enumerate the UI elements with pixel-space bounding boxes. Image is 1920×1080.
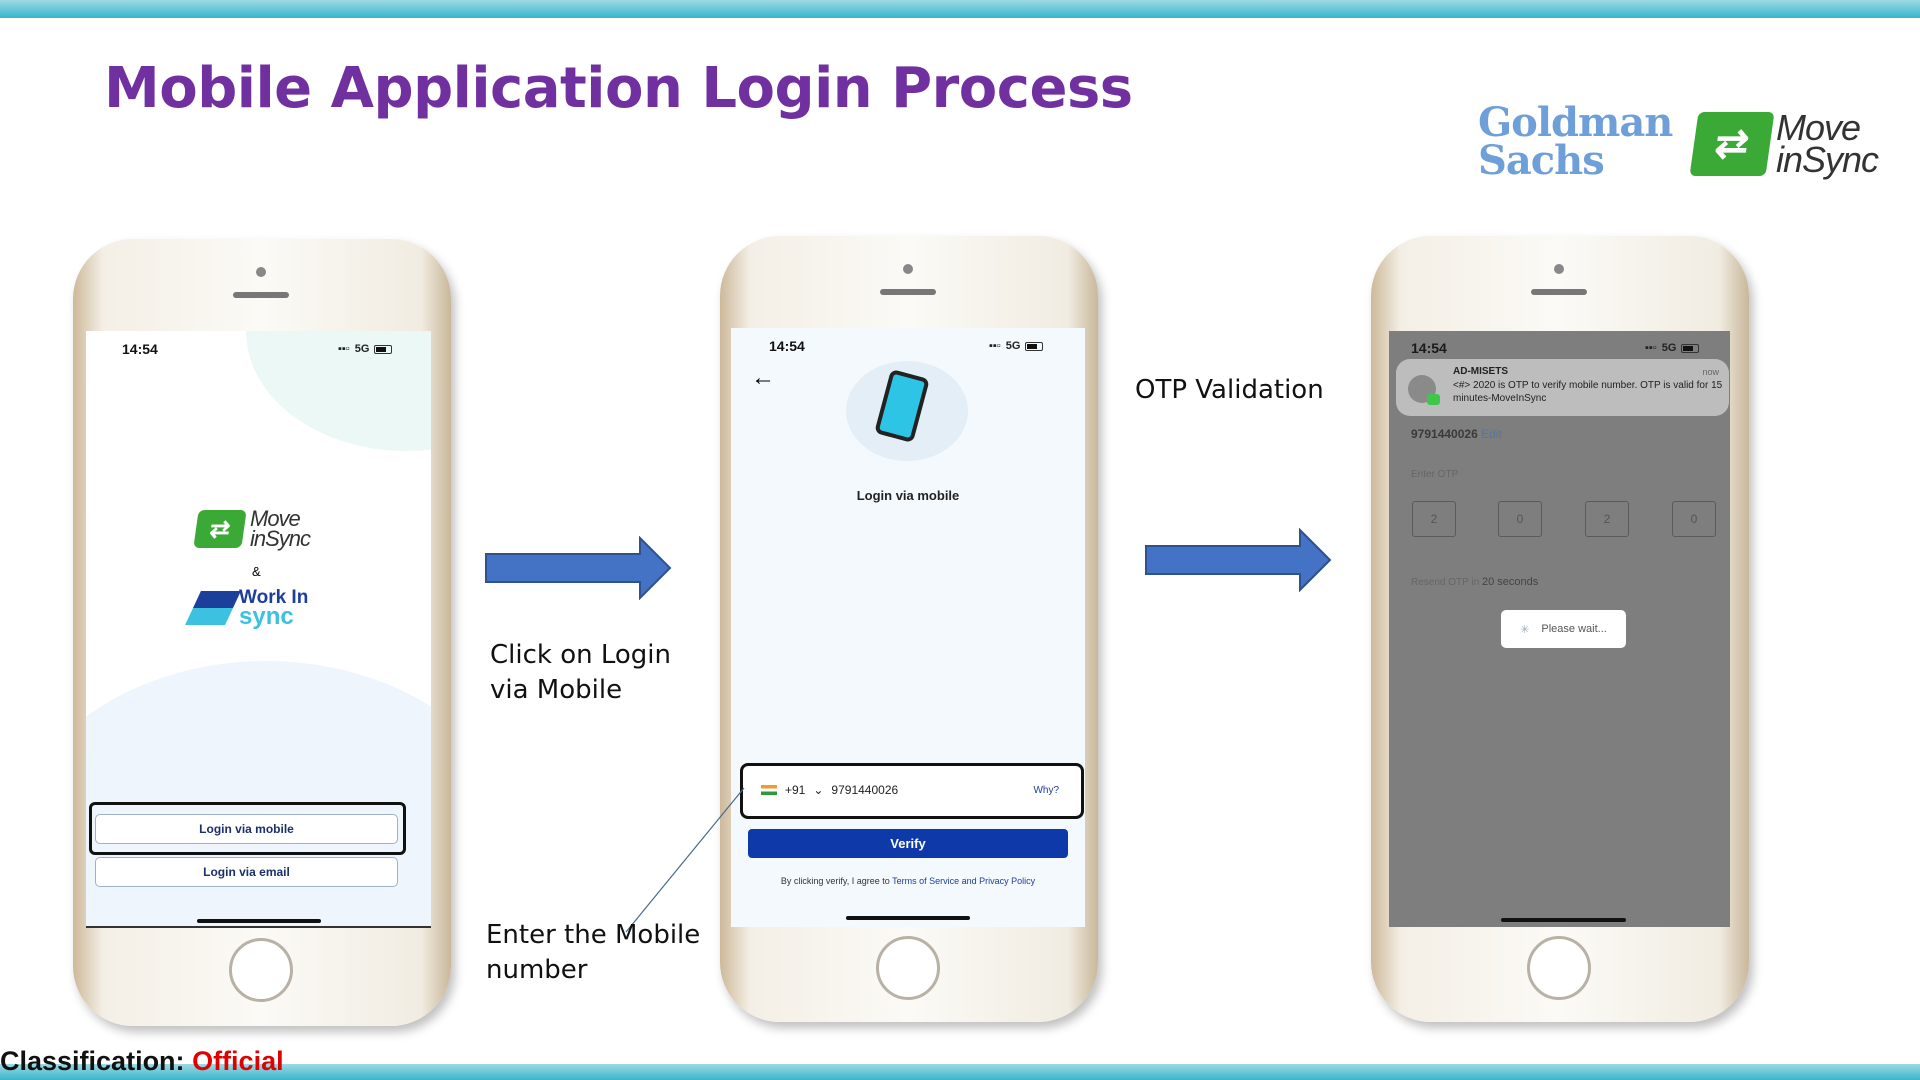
arrow-right-icon [485,536,672,600]
moveinsync-mark-icon: ⇄ [1689,112,1775,177]
notification-body: <#> 2020 is OTP to verify mobile number.… [1453,380,1723,404]
login-via-email-button[interactable]: Login via email [95,857,398,887]
logo-text: Move [1776,107,1861,148]
speaker [880,289,936,295]
logo-text: Goldman [1478,99,1673,146]
logo-text: inSync [1776,139,1879,181]
why-link[interactable]: Why? [1033,785,1059,796]
terms-link[interactable]: Terms of Service and Privacy Policy [892,876,1036,886]
moveinsync-mark-icon: ⇄ [193,509,247,548]
ampersand: & [252,564,261,579]
phone-2: 14:54 ▪▪▫5G ← Login via mobile +91 ⌄ 979… [720,236,1098,1022]
messages-icon [1427,394,1440,405]
otp-digit-input[interactable]: 2 [1412,501,1456,537]
status-time: 14:54 [122,341,158,357]
caption-step-1: Click on Login via Mobile [490,640,672,705]
phone-3: 14:54 ▪▪▫5G AD-MISETS now <#> 2020 is OT… [1371,236,1749,1022]
edit-link[interactable]: Edit [1481,427,1502,441]
please-wait-dialog: ✳ Please wait... [1501,610,1626,648]
home-button [1527,936,1591,1000]
mobile-icon [874,368,930,444]
classification-value: Official [192,1046,284,1076]
status-time: 14:54 [769,338,805,354]
battery-icon [1681,343,1700,353]
status-icons: ▪▪▫5G [989,340,1044,352]
phone-illustration [846,361,968,461]
back-arrow-icon[interactable]: ← [751,364,775,391]
phone-number-input[interactable]: 9791440026 [831,783,899,797]
battery-icon [374,344,393,354]
notification-time: now [1702,367,1719,377]
speaker [233,292,289,298]
callout-line [625,787,745,933]
page-title: Mobile Application Login Process [104,56,1133,121]
bottom-stripe [0,1064,1920,1080]
home-button [876,936,940,1000]
notification-sender: AD-MISETS [1453,366,1508,377]
workinsync-mark-icon [185,591,241,626]
verify-button[interactable]: Verify [748,829,1068,858]
country-code[interactable]: +91 [785,783,806,797]
logo-text: sync [239,603,294,631]
entered-number: 9791440026 [1411,427,1478,441]
highlight-box [89,802,406,855]
sms-notification[interactable]: AD-MISETS now <#> 2020 is OTP to verify … [1396,359,1729,416]
logo-text: Move [250,506,301,531]
home-indicator [197,919,321,923]
home-indicator [846,916,970,920]
screen-heading: Login via mobile [856,488,960,503]
home-button [229,938,293,1002]
resend-countdown: 20 seconds [1481,576,1539,588]
status-icons: ▪▪▫5G [1645,342,1700,354]
home-indicator [1501,918,1626,922]
camera [256,267,266,277]
logo-text: inSync [250,525,311,551]
top-stripe [0,0,1920,18]
logo-text: Work In [239,587,309,608]
spinner-icon: ✳ [1520,623,1530,636]
otp-digit-input[interactable]: 2 [1585,501,1629,537]
caption-step-3: OTP Validation [1135,375,1324,405]
resend-label: Resend OTP in [1411,577,1480,588]
arrow-right-icon [1145,528,1332,592]
enter-otp-label: Enter OTP [1411,469,1459,480]
please-wait-text: Please wait... [1541,623,1607,635]
logo-text: Sachs [1478,137,1605,184]
contact-avatar-icon [1408,375,1440,405]
otp-digit-input[interactable]: 0 [1498,501,1542,537]
caption-step-2: Enter the Mobile number [486,920,701,985]
otp-digit-input[interactable]: 0 [1672,501,1716,537]
status-time: 14:54 [1411,340,1447,356]
india-flag-icon [761,785,777,795]
status-icons: ▪▪▫5G [338,343,393,355]
phone-input-box[interactable]: +91 ⌄ 9791440026 Why? [740,763,1084,819]
camera [903,264,913,274]
battery-icon [1025,341,1044,351]
classification-label: Classification: [0,1046,185,1076]
phone-3-screen: 14:54 ▪▪▫5G AD-MISETS now <#> 2020 is OT… [1389,331,1730,927]
login-via-mobile-button[interactable]: Login via mobile [95,814,398,844]
terms-text: By clicking verify, I agree to [780,876,893,886]
chevron-down-icon[interactable]: ⌄ [813,783,824,797]
camera [1554,264,1564,274]
classification: Classification: Official [0,1046,284,1077]
phone-2-screen: 14:54 ▪▪▫5G ← Login via mobile +91 ⌄ 979… [731,328,1085,927]
speaker [1531,289,1587,295]
